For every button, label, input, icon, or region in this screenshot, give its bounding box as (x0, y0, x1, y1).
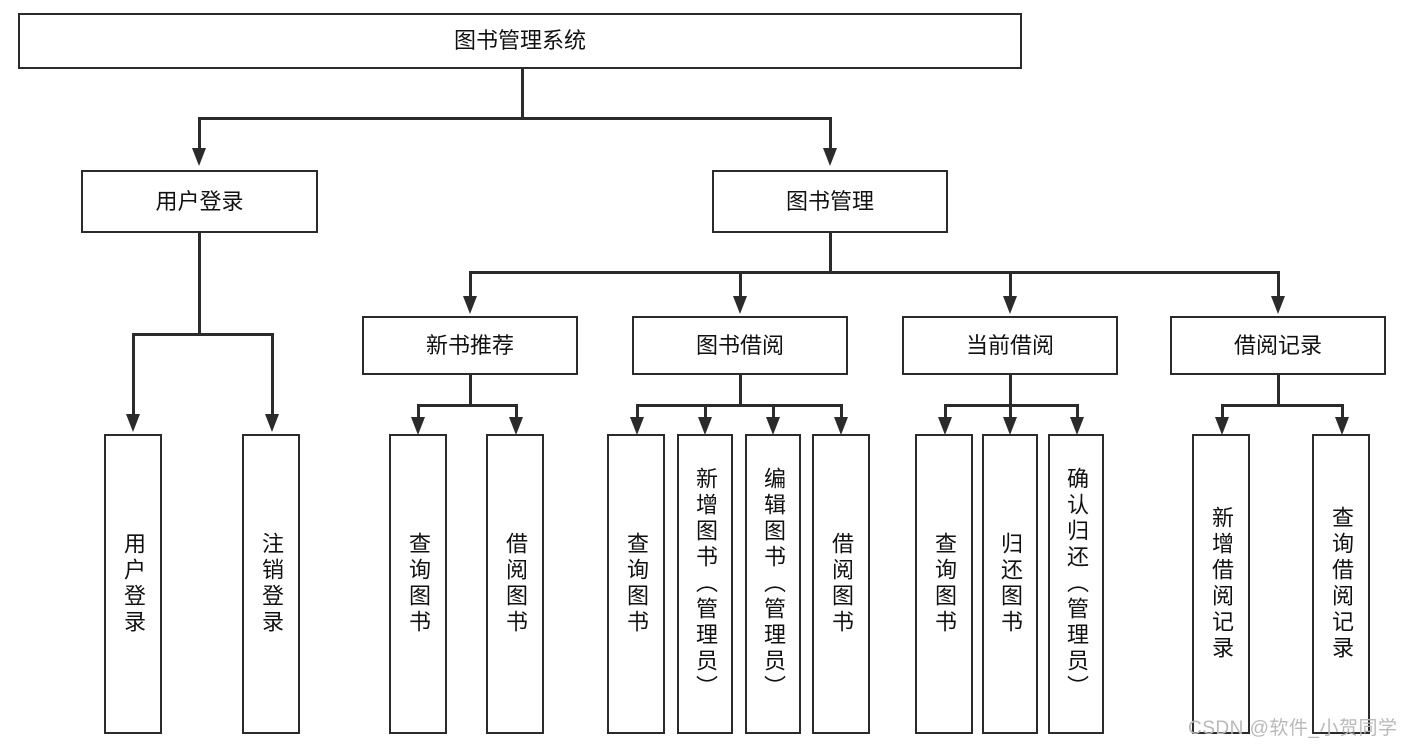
connector-new-book-bus (417, 404, 517, 407)
arrowhead-to-current-borrow (1003, 296, 1017, 314)
watermark-text: CSDN @软件_小贺同学 (1188, 718, 1398, 739)
arrowhead-to-book-borrow (733, 296, 747, 314)
node-borrow-record[interactable]: 借阅记录 (1170, 316, 1386, 375)
arrowhead-bb-child-1 (630, 417, 644, 435)
connector-to-book-borrow (739, 271, 742, 297)
connector-bb-child-2 (704, 404, 707, 418)
connector-cb-child-2 (1009, 404, 1012, 418)
node-leaf-query-book-2[interactable]: 查询图书 (607, 434, 665, 734)
connector-book-borrow-bus (636, 404, 842, 407)
node-label: 借阅图书 (502, 532, 528, 636)
connector-bb-child-1 (636, 404, 639, 418)
arrowhead-to-user-login (192, 148, 206, 166)
node-leaf-borrow-book-1[interactable]: 借阅图书 (486, 434, 544, 734)
connector-new-book-stem (469, 375, 472, 406)
node-leaf-borrow-book-2[interactable]: 借阅图书 (812, 434, 870, 734)
arrowhead-to-new-book-recommend (463, 296, 477, 314)
arrowhead-to-borrow-record (1271, 296, 1285, 314)
node-label: 查询图书 (623, 532, 649, 636)
node-leaf-query-book-3[interactable]: 查询图书 (915, 434, 973, 734)
connector-user-login-stem (198, 233, 201, 335)
node-label: 借阅图书 (828, 532, 854, 636)
connector-level3-bus (469, 271, 1279, 274)
node-root-system[interactable]: 图书管理系统 (18, 13, 1022, 69)
node-leaf-add-book[interactable]: 新增图书（管理员） (677, 434, 733, 734)
node-label: 查询图书 (931, 532, 957, 636)
node-label: 图书借阅 (695, 332, 784, 358)
arrowhead-to-leaf-user-login (126, 414, 140, 432)
arrowhead-to-book-manage (823, 148, 837, 166)
arrowhead-to-leaf-user-logout (265, 414, 279, 432)
node-label: 归还图书 (997, 532, 1023, 636)
arrowhead-nb-child-1 (411, 417, 425, 435)
node-label: 新书推荐 (425, 332, 514, 358)
arrowhead-cb-child-3 (1070, 417, 1084, 435)
connector-nb-child-1 (417, 404, 420, 418)
connector-root-stem (521, 69, 524, 119)
node-leaf-return-book[interactable]: 归还图书 (982, 434, 1038, 734)
node-label: 当前借阅 (965, 332, 1054, 358)
arrowhead-br-child-2 (1335, 417, 1349, 435)
connector-nb-child-2 (515, 404, 518, 418)
node-leaf-user-logout[interactable]: 注销登录 (242, 434, 300, 734)
connector-to-book-manage (829, 117, 832, 149)
connector-level2-bus (199, 117, 832, 120)
arrowhead-cb-child-2 (1003, 417, 1017, 435)
connector-bb-child-3 (772, 404, 775, 418)
arrowhead-bb-child-4 (834, 417, 848, 435)
node-label: 用户登录 (155, 188, 244, 214)
arrowhead-br-child-1 (1215, 417, 1229, 435)
arrowhead-bb-child-2 (698, 417, 712, 435)
node-new-book-recommend[interactable]: 新书推荐 (362, 316, 578, 375)
node-label: 查询借阅记录 (1328, 506, 1354, 662)
connector-book-borrow-stem (739, 375, 742, 406)
node-leaf-user-login[interactable]: 用户登录 (104, 434, 162, 734)
node-label: 图书管理 (785, 188, 874, 214)
node-user-login[interactable]: 用户登录 (81, 170, 318, 233)
node-label: 新增借阅记录 (1208, 506, 1234, 662)
node-label: 图书管理系统 (453, 28, 586, 54)
arrowhead-nb-child-2 (509, 417, 523, 435)
connector-to-new-book-recommend (469, 271, 472, 297)
connector-to-user-login (198, 117, 201, 149)
node-current-borrow[interactable]: 当前借阅 (902, 316, 1118, 375)
connector-borrow-record-bus (1221, 404, 1343, 407)
arrowhead-bb-child-3 (766, 417, 780, 435)
connector-to-leaf-user-logout (271, 333, 274, 415)
connector-user-login-bus (132, 333, 273, 336)
node-label: 新增图书（管理员） (692, 467, 718, 701)
node-label: 借阅记录 (1233, 332, 1322, 358)
node-label: 查询图书 (405, 532, 431, 636)
node-label: 确认归还（管理员） (1063, 467, 1089, 701)
node-book-borrow[interactable]: 图书借阅 (632, 316, 848, 375)
connector-current-borrow-stem (1009, 375, 1012, 406)
node-leaf-confirm-return[interactable]: 确认归还（管理员） (1048, 434, 1104, 734)
connector-borrow-record-stem (1277, 375, 1280, 406)
connector-br-child-1 (1221, 404, 1224, 418)
arrowhead-cb-child-1 (938, 417, 952, 435)
connector-to-leaf-user-login (132, 333, 135, 415)
node-leaf-query-book-1[interactable]: 查询图书 (389, 434, 447, 734)
node-leaf-edit-book[interactable]: 编辑图书（管理员） (745, 434, 801, 734)
node-book-manage[interactable]: 图书管理 (712, 170, 948, 233)
node-label: 用户登录 (120, 532, 146, 636)
node-label: 编辑图书（管理员） (760, 467, 786, 701)
connector-book-manage-stem (829, 233, 832, 273)
connector-br-child-2 (1341, 404, 1344, 418)
connector-bb-child-4 (840, 404, 843, 418)
node-leaf-add-record[interactable]: 新增借阅记录 (1192, 434, 1250, 734)
node-label: 注销登录 (258, 532, 284, 636)
connector-to-borrow-record (1277, 271, 1280, 297)
node-leaf-query-record[interactable]: 查询借阅记录 (1312, 434, 1370, 734)
connector-cb-child-1 (944, 404, 947, 418)
connector-to-current-borrow (1009, 271, 1012, 297)
connector-cb-child-3 (1076, 404, 1079, 418)
